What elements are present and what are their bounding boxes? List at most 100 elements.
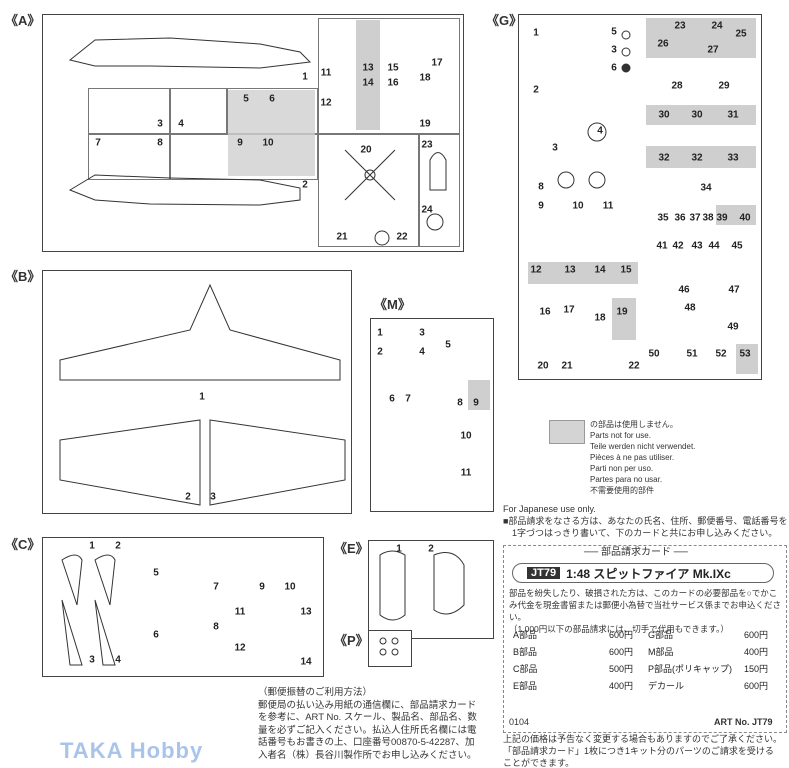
part-number-g: 30 (658, 109, 670, 121)
part-number-g: 2 (533, 84, 539, 96)
part-name: E部品 (513, 681, 538, 691)
product-title: 1:48 スピットファイア Mk.IXc (566, 566, 731, 581)
part-number-b: 2 (185, 491, 191, 503)
part-number-g: 42 (672, 240, 684, 252)
part-number-m: 6 (389, 393, 395, 405)
price-row: E部品 400円 (513, 679, 633, 692)
part-number-a: 3 (157, 118, 163, 130)
part-price: 600円 (743, 681, 768, 691)
part-name: P部品(ポリキャップ) (648, 664, 732, 674)
part-number-g: 51 (686, 348, 698, 360)
part-number-g: 29 (718, 80, 730, 92)
unused-legend-swatch (549, 420, 585, 444)
part-number-a: 12 (320, 97, 332, 109)
part-number-g: 30 (691, 109, 703, 121)
part-number-m: 10 (460, 430, 472, 442)
card-title-bar: JT79 1:48 スピットファイア Mk.IXc (512, 563, 774, 583)
part-price: 400円 (608, 681, 633, 691)
part-number-g: 6 (611, 62, 617, 74)
part-number-a: 17 (431, 57, 443, 69)
part-price: 400円 (743, 647, 768, 657)
unused-part-shade (356, 20, 380, 130)
part-number-g: 15 (620, 264, 632, 276)
sprue-p-frame (368, 630, 412, 667)
part-number-g: 39 (716, 212, 728, 224)
unused-part-shade (228, 90, 315, 176)
part-price: 600円 (608, 647, 633, 657)
part-number-a: 19 (419, 118, 431, 130)
postal-line: 量を必ずご記入ください。払込人住所氏名欄には電 (258, 724, 477, 736)
part-number-a: 13 (362, 62, 374, 74)
sprue-c-frame (42, 537, 324, 677)
part-number-g: 47 (728, 284, 740, 296)
part-number-c: 8 (213, 621, 219, 633)
part-number-m: 5 (445, 339, 451, 351)
unused-legend: の部品は使用しません。 Parts not for use. Teile wer… (590, 419, 695, 496)
card-heading: ── 部品請求カード ── (584, 547, 688, 558)
price-row: B部品 600円 (513, 645, 633, 658)
part-number-g: 4 (597, 125, 603, 137)
part-number-a: 8 (157, 137, 163, 149)
watermark: TAKA Hobby (60, 738, 204, 763)
sprue-g-frame (518, 14, 762, 380)
part-number-g: 17 (563, 304, 575, 316)
legend-line: Teile werden nicht verwendet. (590, 442, 696, 451)
footer-line: ことができます。 (503, 758, 575, 768)
part-number-m: 11 (460, 467, 472, 479)
part-number-e: 2 (428, 543, 434, 555)
part-number-a: 2 (302, 179, 308, 191)
part-number-a: 18 (419, 72, 431, 84)
part-number-g: 18 (594, 312, 606, 324)
part-name: G部品 (648, 630, 674, 640)
part-number-g: 11 (602, 200, 614, 212)
part-number-c: 5 (153, 567, 159, 579)
sprue-a-sub (88, 88, 170, 135)
part-name: B部品 (513, 647, 538, 657)
unused-part-shade (646, 18, 756, 58)
sprue-b-label: 《B》 (5, 269, 41, 284)
unused-part-shade (646, 146, 756, 168)
part-number-a: 7 (95, 137, 101, 149)
part-number-g: 48 (684, 302, 696, 314)
parts-order-card (503, 545, 787, 733)
part-number-g: 33 (727, 152, 739, 164)
part-number-g: 41 (656, 240, 668, 252)
sprue-c-label: 《C》 (5, 537, 41, 552)
part-number-m: 1 (377, 327, 383, 339)
part-number-a: 10 (262, 137, 274, 149)
sprue-e-label: 《E》 (334, 541, 369, 556)
part-price: 500円 (608, 664, 633, 674)
part-number-g: 3 (611, 44, 617, 56)
part-price: 600円 (743, 630, 768, 640)
legend-line: 不需要使用的部件 (590, 486, 654, 495)
unused-part-shade (612, 298, 636, 340)
unused-part-shade (646, 105, 756, 125)
part-number-g: 5 (611, 26, 617, 38)
unused-part-shade (736, 344, 758, 374)
sprue-a-label: 《A》 (5, 13, 41, 28)
part-price: 600円 (608, 630, 633, 640)
sprue-a-sub (318, 133, 420, 247)
postal-title: （郵便振替のご利用方法） (258, 687, 373, 698)
part-number-a: 20 (360, 144, 372, 156)
part-number-a: 1 (302, 71, 308, 83)
price-row: P部品(ポリキャップ) 150円 (648, 662, 768, 675)
sprue-g-label: 《G》 (486, 13, 523, 28)
part-name: C部品 (513, 664, 538, 674)
part-number-g: 52 (715, 348, 727, 360)
sprue-m-frame (370, 318, 494, 512)
part-number-m: 2 (377, 346, 383, 358)
part-number-g: 12 (530, 264, 542, 276)
part-price: 150円 (743, 664, 768, 674)
postal-line: 話番号もお書きの上、口座番号00870-5-42287、加 (258, 737, 475, 748)
japan-only-note: For Japanese use only. (503, 504, 596, 514)
part-number-g: 44 (708, 240, 720, 252)
part-number-a: 16 (387, 77, 399, 89)
order-instruction: ■部品請求をなさる方は、あなたの氏名、住所、郵便番号、電話番号を (503, 516, 788, 526)
part-number-g: 20 (537, 360, 549, 372)
part-number-g: 53 (739, 348, 751, 360)
part-number-g: 34 (700, 182, 712, 194)
